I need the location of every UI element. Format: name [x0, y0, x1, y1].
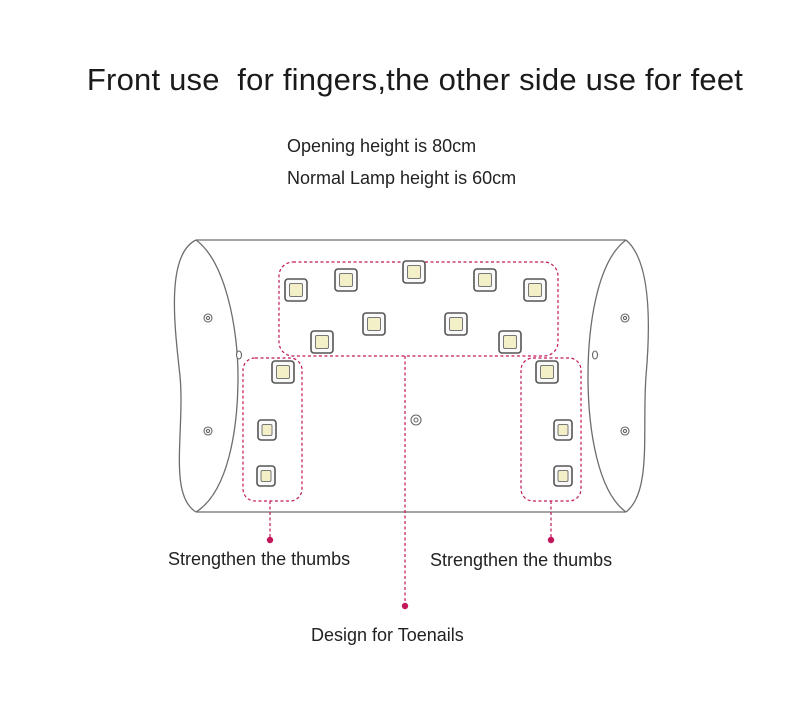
left-thumb-leds — [256, 360, 295, 487]
toenail-led-region — [278, 261, 559, 357]
leader-lines — [269, 356, 552, 604]
right-thumb-leds — [535, 360, 573, 487]
toenail-callout: Design for Toenails — [311, 625, 464, 645]
page-title: Front use for fingers,the other side use… — [86, 62, 744, 97]
left-thumb-callout: Strengthen the thumbs — [168, 549, 351, 569]
right-thumb-callout: Strengthen the thumbs — [430, 550, 613, 570]
toenail-led-bank — [284, 260, 547, 354]
left-thumb-led-region — [242, 357, 303, 502]
lamp-body-outline — [173, 239, 650, 513]
leader-dots — [266, 536, 555, 610]
opening-height-spec: Opening height is 80cm — [287, 136, 477, 156]
lamp-height-spec: Normal Lamp height is 60cm — [287, 168, 517, 188]
screw-holes — [203, 313, 630, 436]
